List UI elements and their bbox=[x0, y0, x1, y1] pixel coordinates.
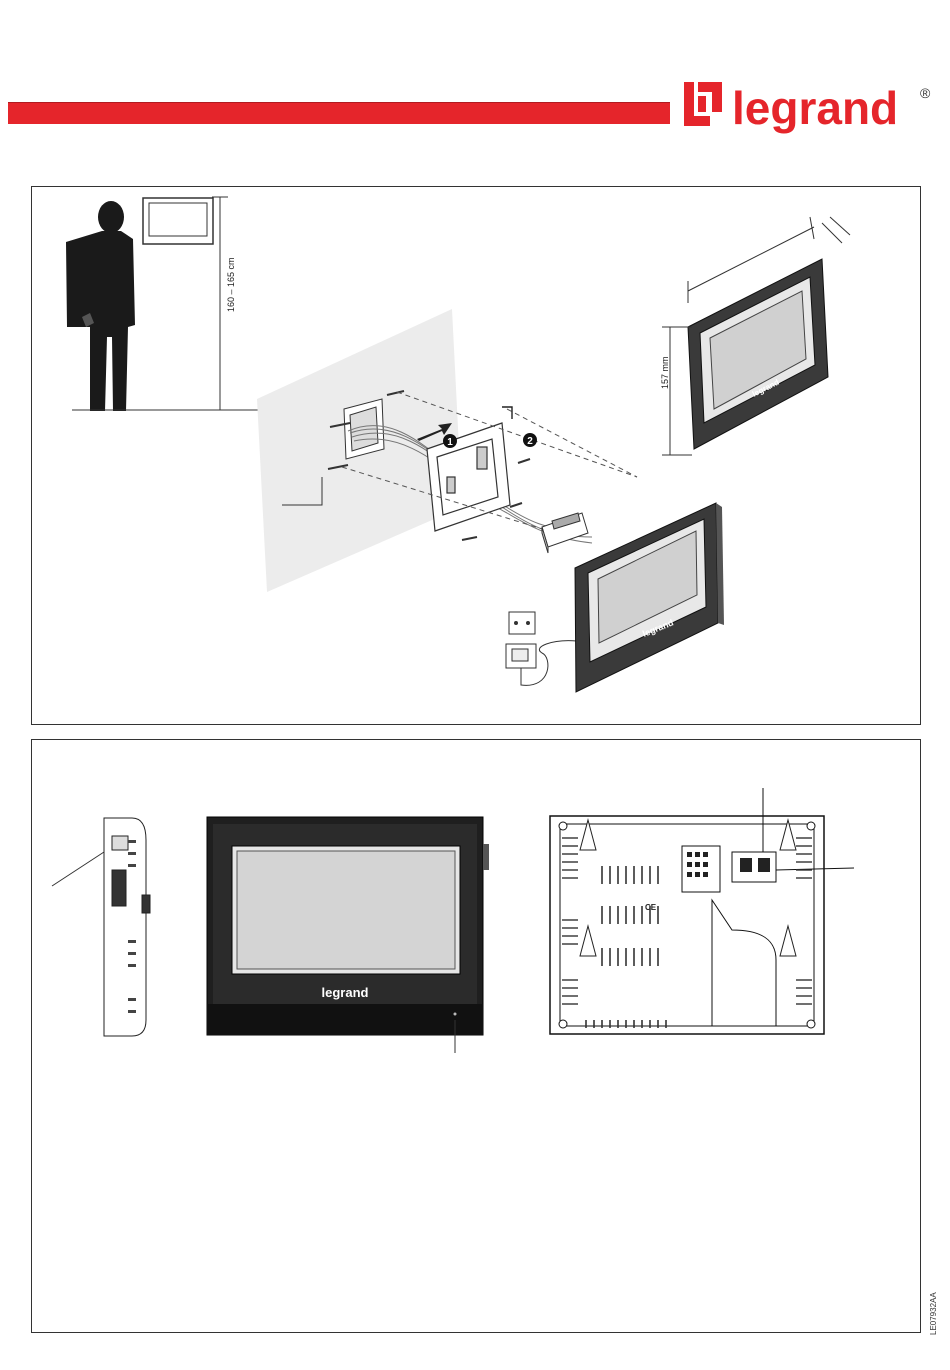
person-silhouette bbox=[66, 201, 135, 411]
front-view: legrand bbox=[207, 817, 489, 1053]
registered-mark: ® bbox=[920, 85, 931, 101]
arrow-step-2 bbox=[502, 407, 512, 419]
wall-monitor-icon bbox=[143, 198, 213, 244]
step-2-label: 2 bbox=[527, 436, 533, 447]
connector-block bbox=[542, 513, 588, 553]
installation-diagram: 1 2 legrand bbox=[32, 187, 920, 724]
side-view bbox=[52, 818, 150, 1036]
monitor-dimensioned: legrand bbox=[688, 259, 828, 449]
power-supply bbox=[506, 612, 577, 685]
device-views: legrand CE bbox=[32, 740, 920, 1332]
brand-logo: legrand ® bbox=[680, 74, 940, 140]
installation-panel: 1 2 legrand bbox=[31, 186, 921, 725]
step-1-label: 1 bbox=[447, 437, 453, 448]
mounting-height-label: 160 – 165 cm bbox=[226, 257, 236, 312]
back-view: CE bbox=[550, 788, 854, 1034]
front-view-logo: legrand bbox=[322, 985, 369, 1000]
header-red-bar bbox=[8, 102, 670, 124]
brand-name: legrand bbox=[732, 82, 898, 134]
back-view-ce-mark: CE bbox=[645, 903, 657, 912]
views-panel: legrand CE bbox=[31, 739, 921, 1333]
document-code: LE07932AA bbox=[929, 1292, 938, 1335]
monitor-height-label: 157 mm bbox=[660, 356, 670, 389]
monitor-height-dimension-line bbox=[662, 327, 692, 455]
monitor-front-perspective: legrand bbox=[575, 503, 724, 692]
